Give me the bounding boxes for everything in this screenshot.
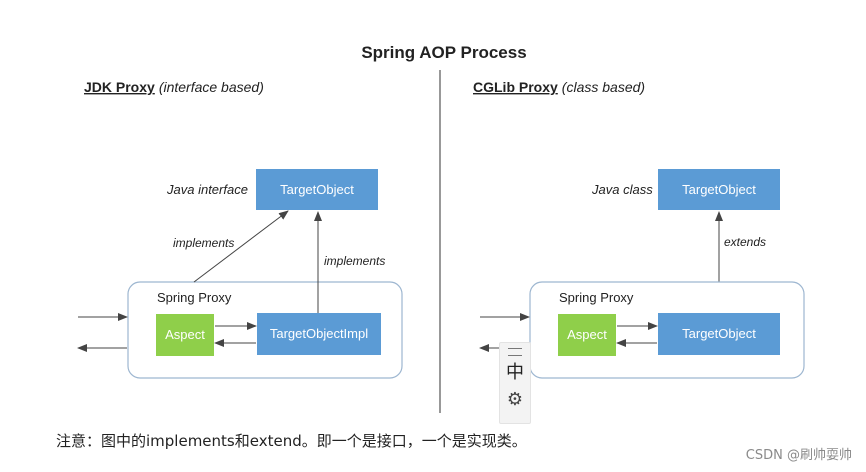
- cglib-type-label: Java class: [591, 182, 653, 197]
- jdk-heading: JDK Proxy(interface based): [84, 79, 264, 95]
- gear-icon[interactable]: ⚙: [506, 389, 524, 410]
- jdk-target-impl-label: TargetObjectImpl: [270, 326, 368, 341]
- cglib-aspect-box: [558, 314, 616, 356]
- cglib-proxy-label: Spring Proxy: [559, 290, 634, 305]
- jdk-aspect-box: [156, 314, 214, 356]
- cglib-heading: CGLib Proxy(class based): [473, 79, 645, 95]
- csdn-watermark: CSDN @刷帅耍帅: [745, 448, 852, 463]
- jdk-target-impl-box: [257, 313, 381, 355]
- jdk-heading-bold: JDK Proxy: [84, 79, 155, 95]
- jdk-proxy-label: Spring Proxy: [157, 290, 232, 305]
- diagram-title: Spring AOP Process: [361, 43, 526, 62]
- jdk-target-interface-box: [256, 169, 378, 210]
- cglib-extends-label: extends: [724, 235, 766, 249]
- jdk-target-interface-label: TargetObject: [280, 182, 354, 197]
- cglib-target-class-box: [658, 169, 780, 210]
- ime-toolbar[interactable]: 中 ⚙: [499, 342, 531, 424]
- jdk-implements-label-2: implements: [324, 254, 385, 268]
- cglib-heading-italic: (class based): [562, 79, 645, 95]
- jdk-type-label: Java interface: [166, 182, 248, 197]
- cglib-target-subclass-box: [658, 313, 780, 355]
- cglib-target-class-label: TargetObject: [682, 182, 756, 197]
- jdk-aspect-label: Aspect: [165, 327, 205, 342]
- note-text: 注意：图中的implements和extend。即一个是接口，一个是实现类。: [56, 432, 527, 450]
- ime-mode-toggle[interactable]: 中: [506, 362, 524, 383]
- grip-lines-icon[interactable]: [508, 348, 522, 356]
- jdk-implements-label-1: implements: [173, 236, 234, 250]
- cglib-heading-bold: CGLib Proxy: [473, 79, 558, 95]
- cglib-aspect-label: Aspect: [567, 327, 607, 342]
- jdk-implements-arrow-1: [193, 210, 289, 283]
- cglib-target-subclass-label: TargetObject: [682, 326, 756, 341]
- aop-diagram: Spring AOP Process JDK Proxy(interface b…: [77, 43, 805, 413]
- jdk-heading-italic: (interface based): [159, 79, 264, 95]
